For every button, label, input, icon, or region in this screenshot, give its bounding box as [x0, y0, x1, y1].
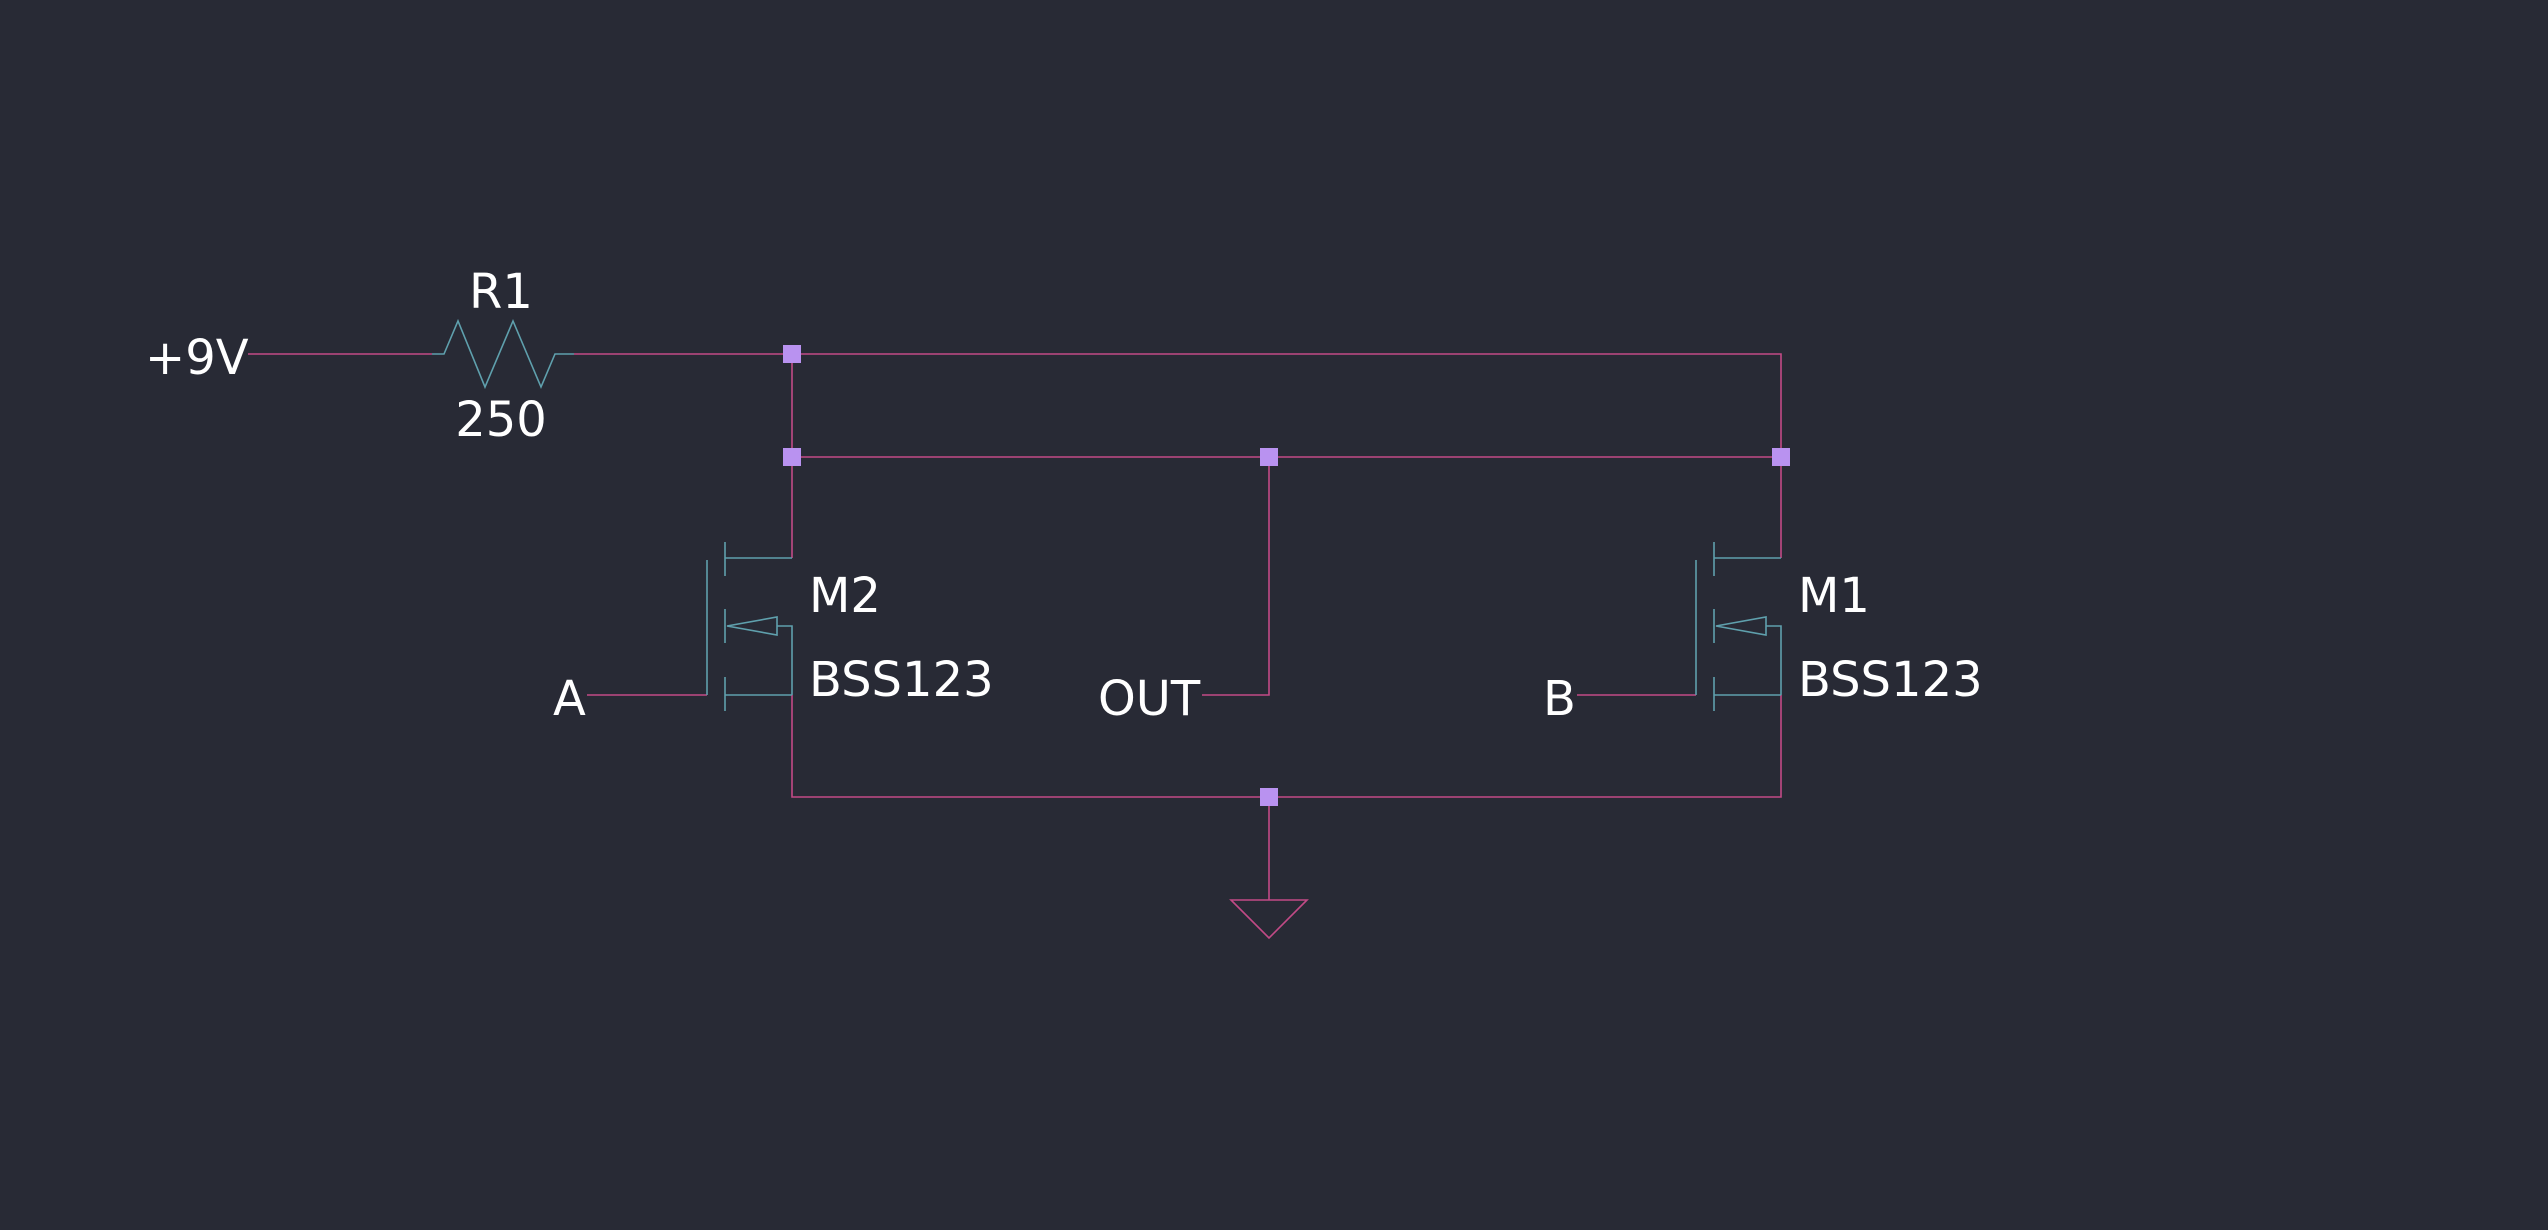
m1-ref-label: M1: [1798, 568, 1870, 624]
resistor-r1[interactable]: [432, 318, 574, 390]
mosfet-m1-body-lead: [1766, 625, 1782, 695]
junction-dot[interactable]: [1772, 448, 1790, 466]
m2-part-label: BSS123: [809, 652, 994, 708]
wires: [248, 353, 1782, 940]
wire-r1-to-top-rail[interactable]: [574, 353, 1782, 457]
junction-dot[interactable]: [783, 345, 801, 363]
junction-dot[interactable]: [783, 448, 801, 466]
m2-ref-label: M2: [809, 568, 881, 624]
mosfet-m1-arrow: [1715, 616, 1767, 636]
output-label: OUT: [1098, 671, 1201, 727]
junction-dot[interactable]: [1260, 448, 1278, 466]
mosfet-m1[interactable]: [1695, 542, 1782, 711]
labels: +9V R1 250 M2 BSS123 M1 BSS123 A B OUT: [145, 264, 1983, 727]
junction-dot[interactable]: [1260, 788, 1278, 806]
input-a-label: A: [553, 671, 586, 727]
wire-ground-rail[interactable]: [791, 695, 1782, 798]
supply-label: +9V: [145, 330, 249, 386]
mosfet-m2[interactable]: [706, 542, 793, 711]
wire-out[interactable]: [1202, 457, 1270, 696]
resistor-r1-zigzag: [432, 318, 574, 390]
ground-symbol[interactable]: [1229, 899, 1309, 940]
mosfet-m2-body-lead: [777, 625, 793, 695]
r1-ref-label: R1: [469, 264, 533, 320]
junctions: [783, 345, 1790, 806]
input-b-label: B: [1543, 671, 1576, 727]
r1-value-label: 250: [455, 392, 547, 448]
m1-part-label: BSS123: [1798, 652, 1983, 708]
mosfet-m2-arrow: [726, 616, 778, 636]
